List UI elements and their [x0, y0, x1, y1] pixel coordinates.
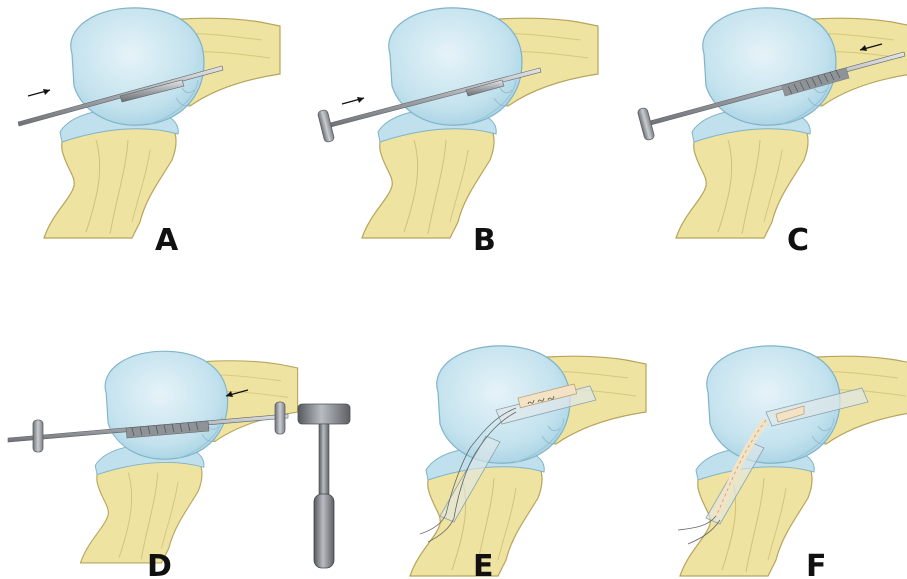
panel-label-e: E	[473, 549, 494, 579]
panel-label-b: B	[473, 223, 496, 258]
panel-a: A	[18, 8, 280, 258]
knee-anatomy-e	[410, 346, 646, 576]
panel-label-a: A	[155, 223, 179, 258]
panel-e: E	[410, 346, 646, 579]
knee-anatomy-c	[676, 8, 907, 238]
panel-label-c: C	[787, 223, 809, 258]
panel-label-d: D	[147, 549, 172, 579]
knee-anatomy-b	[362, 8, 598, 238]
impactor-cap-d-right	[275, 402, 285, 434]
direction-arrow-b	[342, 97, 364, 104]
knee-anatomy-d	[80, 351, 297, 563]
knee-anatomy-f	[680, 346, 907, 576]
knee-anatomy-a	[44, 8, 280, 238]
panel-b: B	[317, 8, 598, 258]
panel-d: D	[8, 351, 350, 579]
direction-arrow-a	[28, 89, 50, 96]
mallet	[298, 404, 350, 568]
impactor-cap-d-left	[33, 420, 43, 452]
panel-f: F	[678, 346, 907, 579]
panel-c: C	[637, 8, 907, 258]
panel-label-f: F	[806, 549, 827, 579]
